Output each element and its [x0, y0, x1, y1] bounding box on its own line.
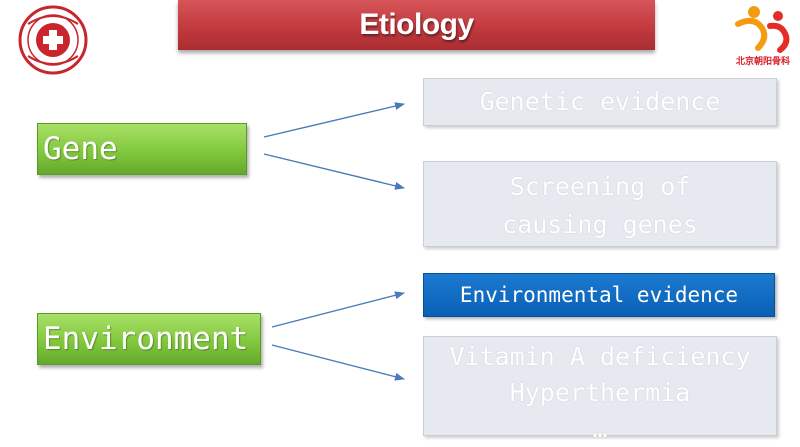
- hospital-seal-logo-icon: [8, 4, 98, 76]
- orthopedics-logo-icon: [735, 6, 790, 53]
- screening-line-2: causing genes: [502, 210, 698, 239]
- genetic-evidence-label: Genetic evidence: [479, 87, 721, 116]
- environmental-evidence-box: Environmental evidence: [423, 273, 775, 317]
- gene-box: Gene: [37, 123, 247, 175]
- gene-label: Gene: [43, 131, 118, 167]
- ellipsis-line: …: [592, 414, 608, 443]
- screening-box: Screening of causing genes: [423, 161, 777, 247]
- slide: Etiology 北京朝阳骨科 Gene Environment Genetic…: [8, 0, 798, 443]
- hyperthermia-line: Hyperthermia: [509, 378, 691, 407]
- orthopedics-logo: 北京朝阳骨科: [728, 2, 798, 74]
- environmental-factors-box: Vitamin A deficiency Hyperthermia …: [423, 336, 777, 443]
- screening-line-1: Screening of: [509, 172, 691, 201]
- page-title: Etiology: [359, 8, 474, 41]
- environment-label: Environment: [43, 321, 249, 357]
- arrow-env-environmental: [271, 291, 405, 328]
- environment-box: Environment: [37, 313, 261, 365]
- arrow-env-vitamin: [271, 344, 405, 381]
- logo-text: 北京朝阳骨科: [735, 57, 790, 67]
- environmental-evidence-label: Environmental evidence: [459, 283, 739, 307]
- arrow-gene-genetic: [263, 102, 405, 138]
- title-bar: Etiology: [178, 0, 655, 50]
- genetic-evidence-box: Genetic evidence: [423, 78, 777, 126]
- arrow-gene-screening: [263, 153, 405, 190]
- vitamin-a-line: Vitamin A deficiency: [449, 342, 751, 371]
